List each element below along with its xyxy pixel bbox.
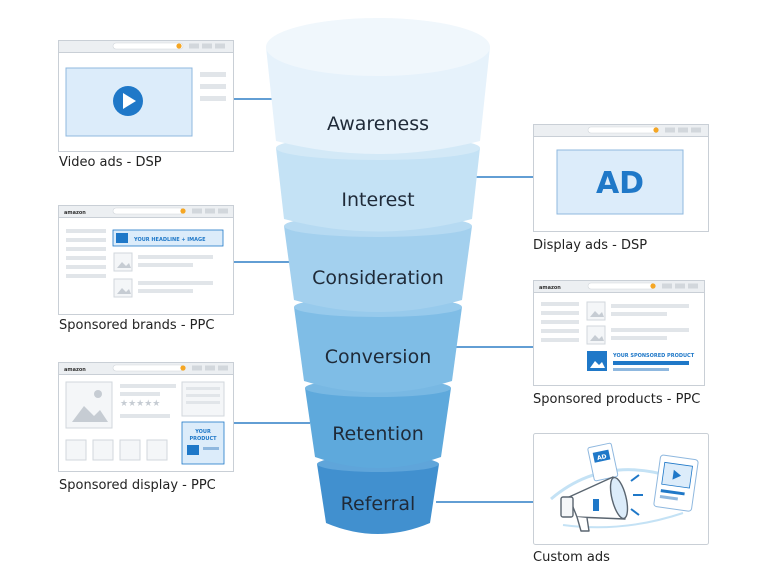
headline-text: YOUR HEADLINE + IMAGE (133, 237, 206, 243)
stage-label-conversion: Conversion (325, 346, 432, 368)
amazon-logo: amazon (64, 367, 86, 373)
your-product-box (181, 421, 225, 465)
sponsored-display-mockup: amazon ★★★★★ YOUR PRODUCT (58, 362, 234, 472)
custom-ads-caption: Custom ads (533, 550, 610, 565)
record-dot-icon (176, 43, 182, 49)
funnel-stage-awareness: Awareness (266, 18, 490, 154)
ad-banner (556, 149, 684, 215)
stage-label-consideration: Consideration (312, 267, 444, 289)
rating-stars: ★★★★★ (120, 399, 160, 409)
megaphone-icon (560, 474, 643, 532)
image-icon (187, 445, 199, 455)
sponsored-products-caption: Sponsored products - PPC (533, 392, 701, 407)
stage-label-referral: Referral (341, 493, 416, 515)
headline-banner (112, 229, 224, 247)
sponsored-products-mockup: amazon YOUR SPONSORED PRODUCT (533, 280, 705, 386)
stage-label-retention: Retention (332, 423, 424, 445)
tablet-video-icon (653, 454, 699, 512)
your-product-text-1: YOUR (194, 429, 211, 435)
stage-label-awareness: Awareness (327, 113, 429, 135)
custom-ads-mockup: AD (533, 433, 709, 545)
image-icon (116, 233, 128, 243)
video-ad-caption: Video ads - DSP (59, 155, 162, 170)
your-product-text-2: PRODUCT (189, 436, 217, 442)
video-ad-mockup (58, 40, 234, 152)
phone-ad-card-icon: AD (587, 442, 619, 482)
stage-label-interest: Interest (341, 189, 414, 211)
amazon-logo: amazon (539, 285, 561, 291)
amazon-logo: amazon (64, 210, 86, 216)
sponsored-brands-caption: Sponsored brands - PPC (59, 318, 215, 333)
sponsored-brands-mockup: amazon YOUR HEADLINE + IMAGE (58, 205, 234, 315)
svg-text:AD: AD (596, 453, 607, 462)
ad-banner-text: AD (596, 166, 644, 201)
sponsored-display-caption: Sponsored display - PPC (59, 478, 216, 493)
display-ad-caption: Display ads - DSP (533, 238, 648, 253)
connector-lines (233, 98, 533, 503)
display-ad-mockup: AD (533, 124, 709, 232)
sponsored-product-text: YOUR SPONSORED PRODUCT (612, 353, 695, 359)
